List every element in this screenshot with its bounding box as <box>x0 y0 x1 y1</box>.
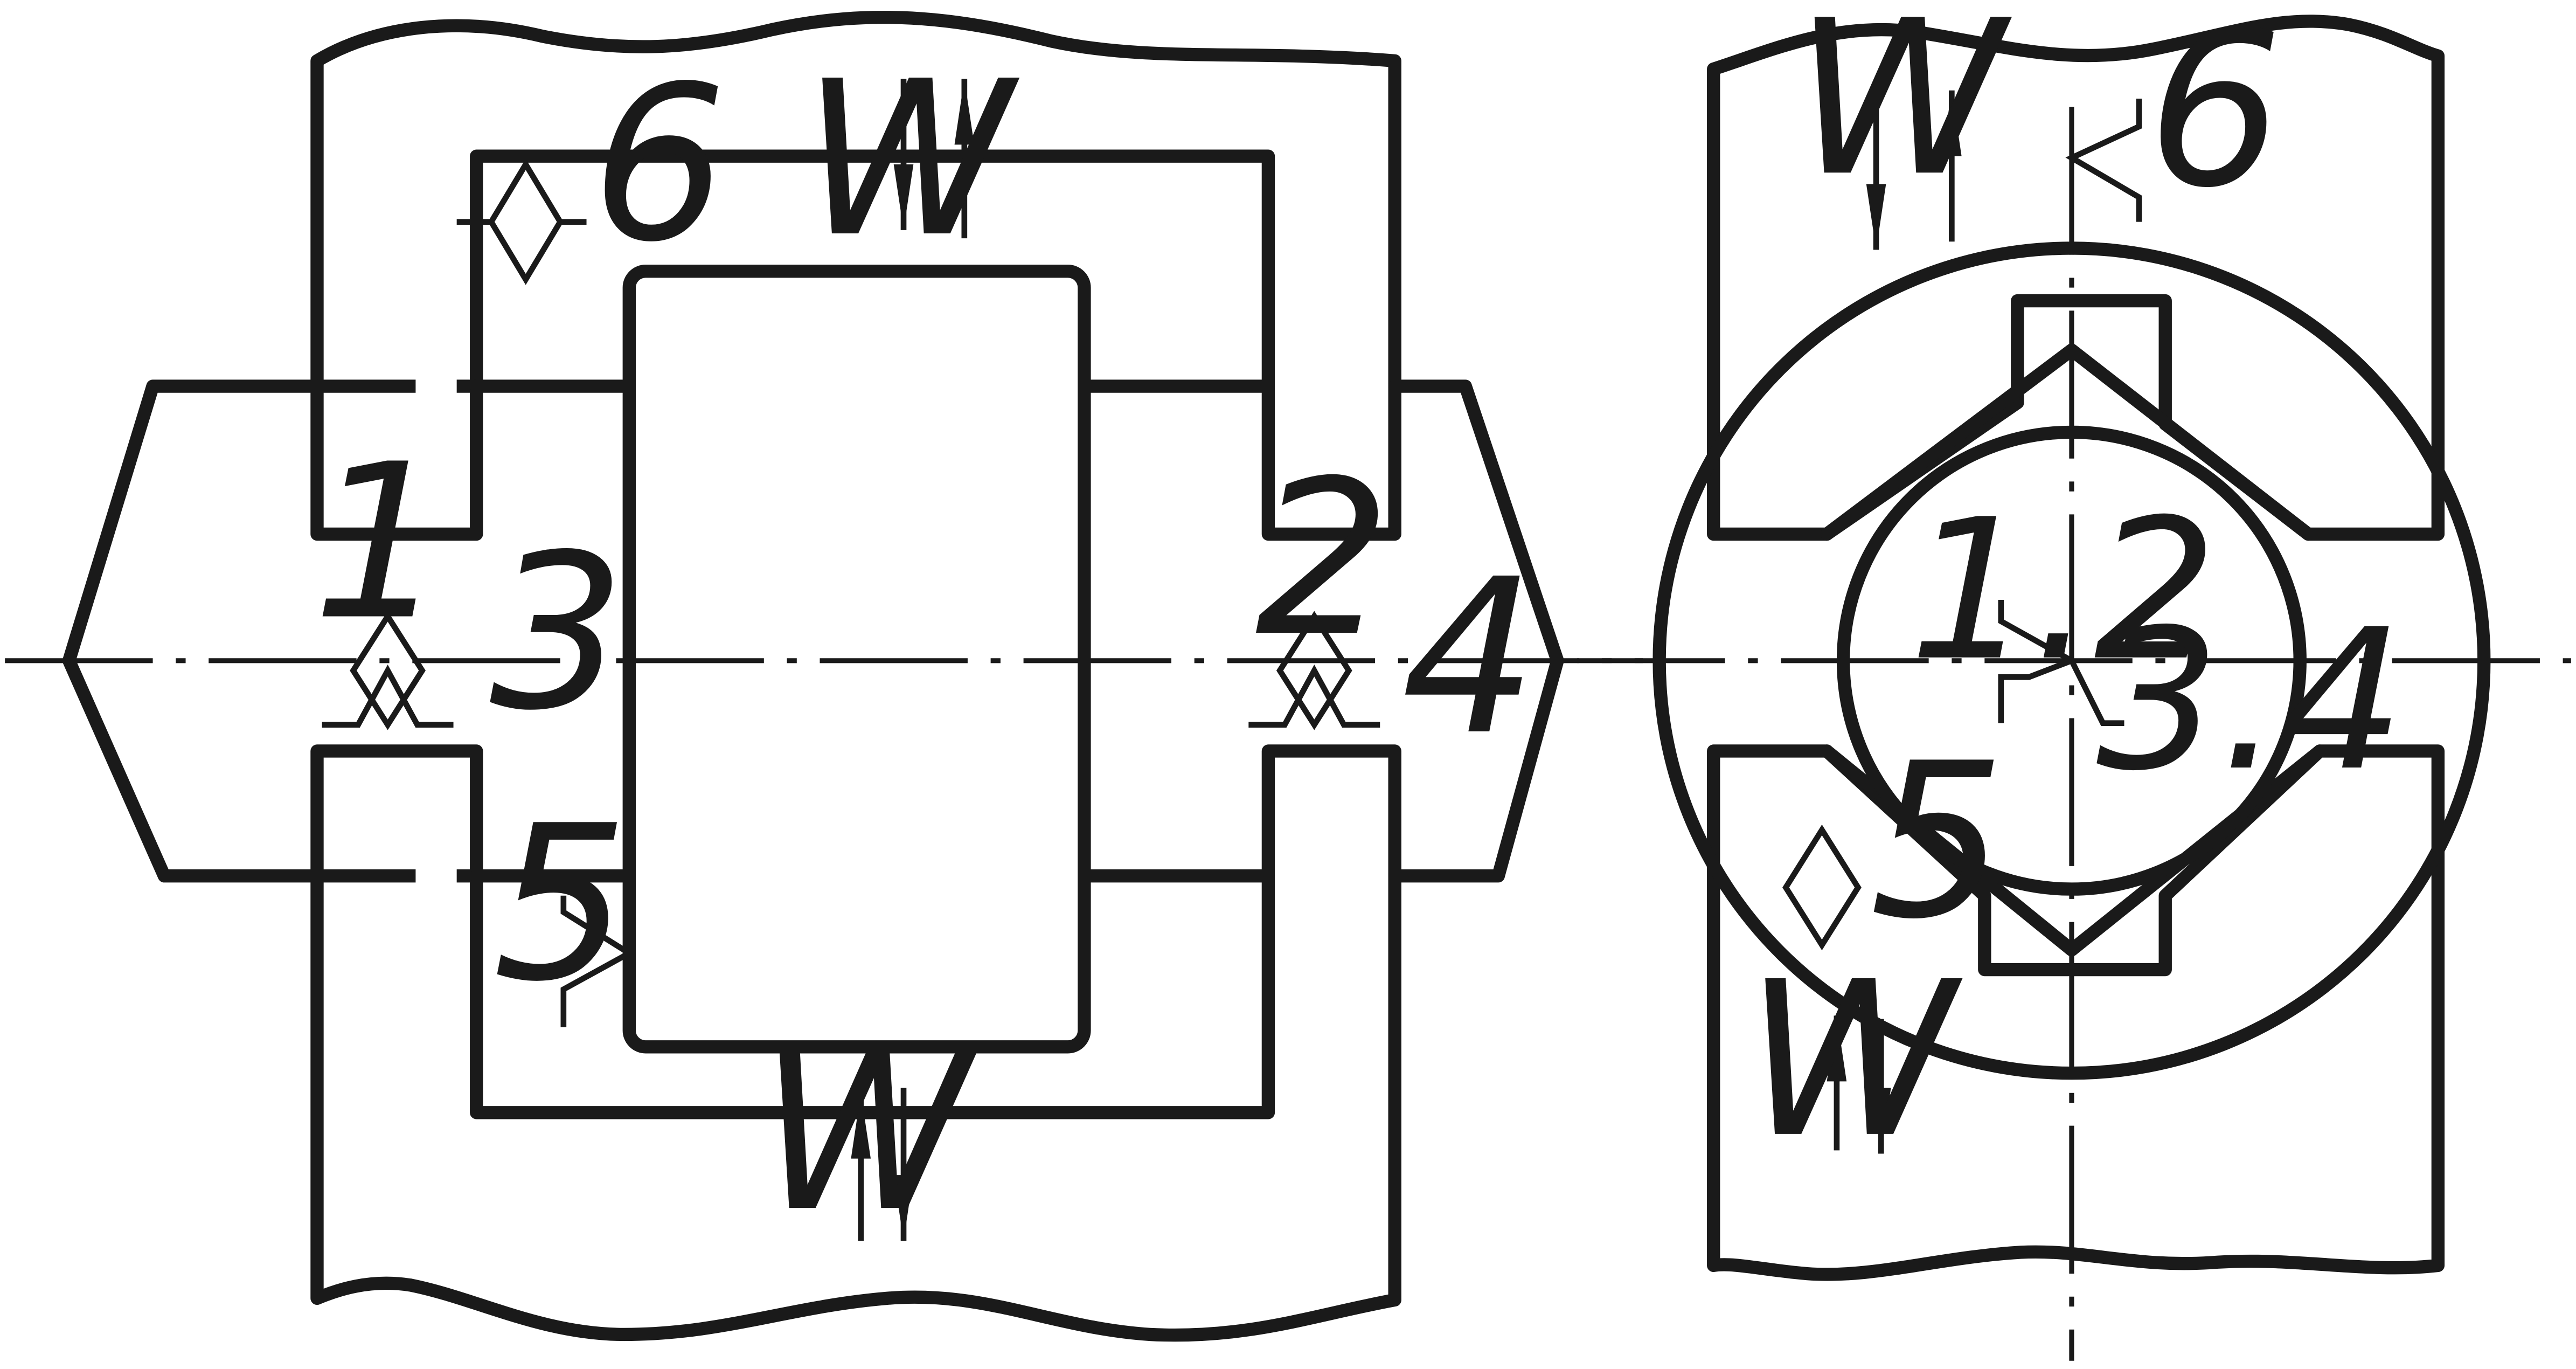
clamp-symbol-icon <box>456 158 587 285</box>
support-symbol-right-icon <box>1248 611 1380 730</box>
label-2: 2 <box>1255 435 1391 683</box>
force-arrows-top-right <box>1866 90 1962 250</box>
force-label-bottom: W <box>759 1010 980 1259</box>
label-4: 4 <box>1401 534 1537 782</box>
force-label-bottom-right: W <box>1745 936 1965 1185</box>
centering-symbol-icon <box>560 895 635 1027</box>
label-6-right: 6 <box>2147 0 2283 235</box>
label-6-left: 6 <box>592 40 727 289</box>
force-arrows-top <box>893 79 975 239</box>
force-label-top-right: W <box>1794 0 2015 223</box>
label-1: 1 <box>312 418 448 667</box>
label-3: 3 <box>490 509 626 757</box>
side-view: W W 6 5 1.2 3.4 <box>1577 0 2571 1361</box>
centering-symbol-right-icon <box>1782 824 1862 951</box>
workpiece-left-end <box>62 379 324 883</box>
label-3-4: 3.4 <box>2096 587 2405 813</box>
support-symbol-icon <box>322 611 454 730</box>
front-view: W W 6 1 3 2 4 5 <box>5 10 1643 1342</box>
upper-jaw-outline <box>310 10 1401 541</box>
label-5-right: 5 <box>1870 717 2005 966</box>
upper-prism-jaw <box>1707 15 2445 541</box>
locating-leader-12 <box>1998 599 2073 663</box>
label-1-2: 1.2 <box>1909 478 2217 703</box>
clamp-symbol-right-icon <box>2065 98 2142 222</box>
force-arrows-bottom-right <box>1827 1015 1891 1154</box>
label-5-left: 5 <box>493 780 629 1028</box>
force-arrows-bottom <box>851 1088 914 1241</box>
locating-leader-34 <box>1998 657 2124 726</box>
force-label-top: W <box>802 36 1022 284</box>
lower-jaw-outline <box>310 744 1401 1342</box>
